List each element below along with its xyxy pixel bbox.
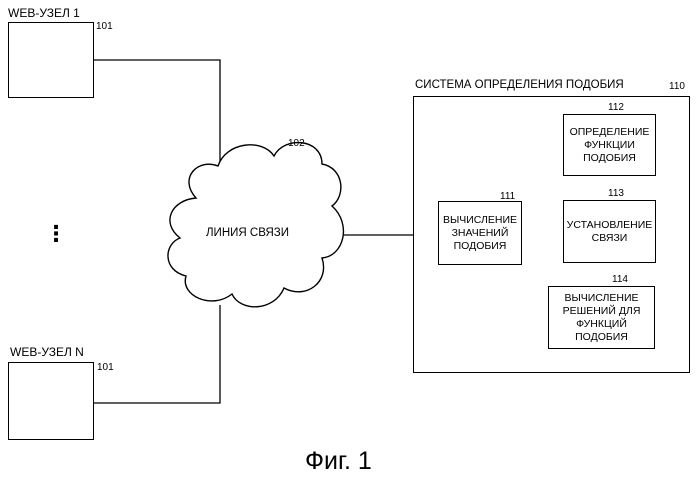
block114-number: 114 <box>612 275 628 285</box>
link-node1-to-network <box>93 60 220 178</box>
block113-number: 113 <box>608 189 624 199</box>
figure-caption: Фиг. 1 <box>305 449 372 474</box>
system-title: СИСТЕМА ОПРЕДЕЛЕНИЯ ПОДОБИЯ <box>415 80 624 92</box>
system-number: 110 <box>669 82 685 92</box>
nodeN-number: 101 <box>97 363 114 373</box>
block112-text: ОПРЕДЕЛЕНИЕ ФУНКЦИИ ПОДОБИЯ <box>570 126 650 165</box>
web-node-1-box <box>8 22 94 98</box>
block112-number: 112 <box>608 103 624 113</box>
network-label: ЛИНИЯ СВЯЗИ <box>206 228 289 240</box>
block114-text: ВЫЧИСЛЕНИЕ РЕШЕНИЙ ДЛЯ ФУНКЦИЙ ПОДОБИЯ <box>549 292 654 344</box>
block111-text: ВЫЧИСЛЕНИЕ ЗНАЧЕНИЙ ПОДОБИЯ <box>443 214 517 253</box>
web-node-n-box <box>8 362 94 440</box>
node1-label: WEB-УЗЕЛ 1 <box>8 7 80 19</box>
network-number: 102 <box>288 139 305 149</box>
compute-similarity-values-block: ВЫЧИСЛЕНИЕ ЗНАЧЕНИЙ ПОДОБИЯ <box>438 201 522 265</box>
establish-connection-block: УСТАНОВЛЕНИЕ СВЯЗИ <box>563 200 656 263</box>
network-cloud <box>168 143 343 307</box>
link-nodeN-to-network <box>93 305 220 403</box>
compute-solutions-block: ВЫЧИСЛЕНИЕ РЕШЕНИЙ ДЛЯ ФУНКЦИЙ ПОДОБИЯ <box>548 286 655 349</box>
node1-number: 101 <box>96 22 113 32</box>
define-similarity-function-block: ОПРЕДЕЛЕНИЕ ФУНКЦИИ ПОДОБИЯ <box>563 114 656 176</box>
nodes-ellipsis: ⋮ <box>45 223 67 245</box>
nodeN-label: WEB-УЗЕЛ N <box>10 346 84 358</box>
block113-text: УСТАНОВЛЕНИЕ СВЯЗИ <box>567 219 653 245</box>
